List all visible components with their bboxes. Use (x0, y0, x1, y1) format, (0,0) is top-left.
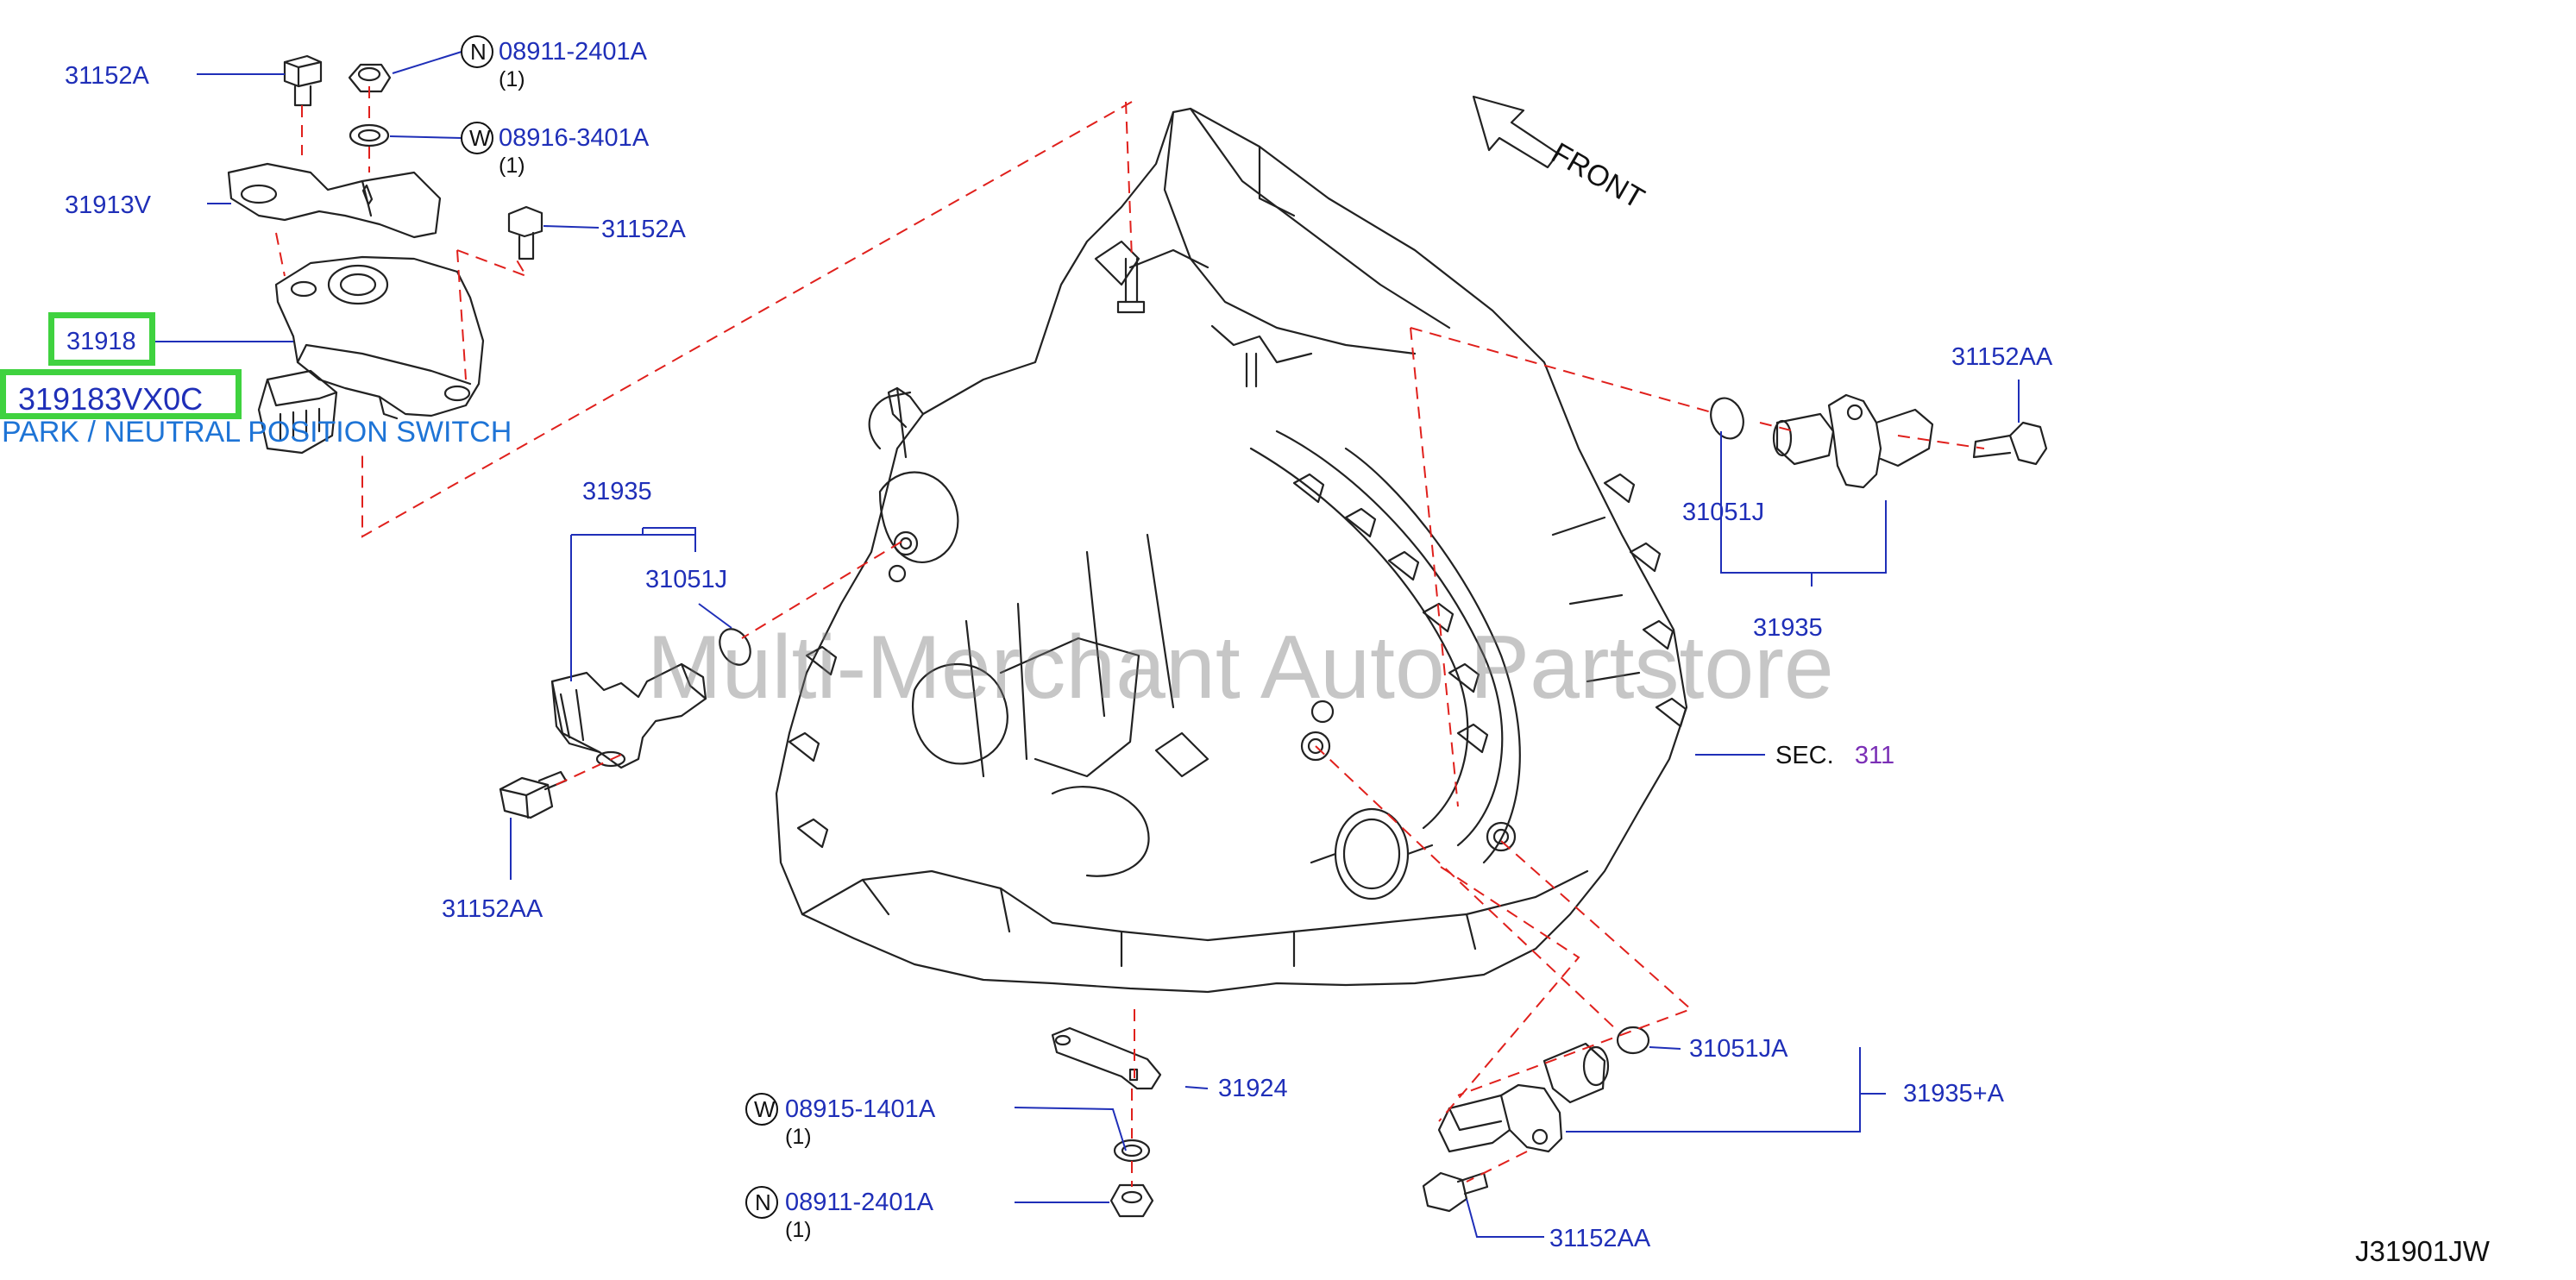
badge-letter: N (755, 1189, 771, 1215)
washer-icon (1113, 1139, 1151, 1163)
o-ring-icon (1616, 1026, 1650, 1055)
quantity-text: (1) (499, 154, 525, 178)
o-ring-icon (719, 628, 751, 666)
lever-icon (1051, 1026, 1162, 1090)
highlight-31918[interactable]: 31918 (48, 312, 155, 366)
callout-31152AA-left[interactable]: 31152AA (442, 895, 543, 923)
bolt-icon (283, 54, 323, 107)
quantity-text: (1) (785, 1218, 812, 1242)
section-reference[interactable]: SEC. 311 (1775, 744, 1894, 769)
diagram-id: J31901JW (2355, 1235, 2490, 1267)
badge-w-bottom (745, 1093, 778, 1126)
highlight-part-number[interactable]: 319183VX0C (0, 369, 242, 419)
assembly-lines (275, 86, 1985, 1187)
washer-icon (349, 123, 390, 147)
bolt-icon (1972, 421, 2048, 466)
speed-sensor-icon (550, 662, 707, 769)
callout-08916-3401A[interactable]: 08916-3401A (499, 124, 650, 152)
callout-31051JA[interactable]: 31051JA (1689, 1035, 1788, 1063)
nut-icon (1109, 1183, 1154, 1218)
callout-08911-2401A-bottom[interactable]: 08911-2401A (785, 1189, 934, 1216)
switch-body (257, 255, 485, 455)
leader-lines (155, 51, 2020, 1238)
part-number-label: 319183VX0C (18, 381, 204, 417)
speed-sensor-icon (1437, 1042, 1610, 1153)
callout-31152AA-right[interactable]: 31152AA (1951, 343, 2053, 371)
bolt-icon (507, 205, 543, 260)
callout-08915-1401A[interactable]: 08915-1401A (785, 1095, 936, 1123)
callout-31913V[interactable]: 31913V (65, 191, 151, 219)
part-31918-label: 31918 (66, 328, 136, 355)
o-ring-icon (1710, 397, 1744, 440)
callout-31152A-right[interactable]: 31152A (601, 216, 686, 243)
callout-31924[interactable]: 31924 (1218, 1075, 1288, 1102)
quantity-text: (1) (499, 67, 525, 91)
callout-31051J-left[interactable]: 31051J (645, 566, 728, 593)
nut-icon (348, 63, 392, 93)
quantity-text: (1) (785, 1125, 812, 1149)
part-description: PARK / NEUTRAL POSITION SWITCH (2, 416, 512, 449)
section-number: 311 (1854, 742, 1895, 769)
callout-31051J-right[interactable]: 31051J (1682, 499, 1765, 526)
badge-letter: W (754, 1096, 776, 1122)
watermark: Multi-Merchant Auto Partstore (647, 618, 1834, 718)
callout-31152A[interactable]: 31152A (65, 62, 149, 90)
badge-letter: N (470, 39, 487, 65)
callout-31935-plus-A[interactable]: 31935+A (1903, 1080, 2004, 1107)
badge-letter: W (469, 125, 491, 151)
badge-w-top (461, 122, 493, 154)
section-prefix: SEC. (1775, 742, 1834, 769)
bolt-icon (499, 770, 568, 819)
transmission-case (775, 107, 1688, 994)
callout-08911-2401A-top[interactable]: 08911-2401A (499, 38, 648, 66)
callout-31935-left[interactable]: 31935 (582, 478, 652, 505)
badge-n-bottom (745, 1186, 778, 1219)
badge-n-top (461, 35, 493, 68)
front-arrow-icon (1472, 95, 1560, 169)
callout-31935-right[interactable]: 31935 (1753, 614, 1823, 642)
bolt-icon (1422, 1171, 1489, 1213)
speed-sensor-icon (1772, 393, 1934, 489)
callout-31152AA-bottom[interactable]: 31152AA (1549, 1225, 1651, 1252)
bracket-icon (227, 162, 442, 239)
